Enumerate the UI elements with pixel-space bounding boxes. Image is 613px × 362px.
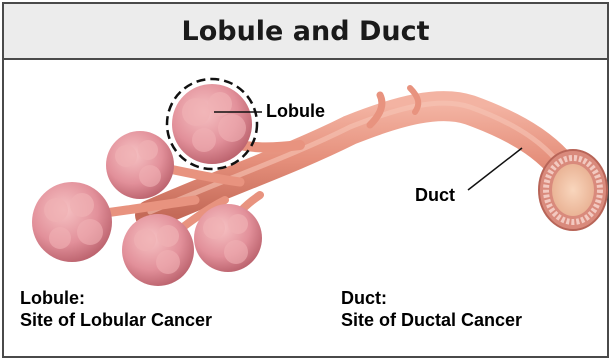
duct-leader-line bbox=[468, 148, 522, 190]
duct-caption: Duct: Site of Ductal Cancer bbox=[341, 287, 522, 331]
duct-cross-section bbox=[539, 150, 607, 230]
lobule-caption: Lobule: Site of Lobular Cancer bbox=[20, 287, 212, 331]
lobule-cluster-bottom-middle bbox=[122, 214, 194, 286]
duct-caption-text: Site of Ductal Cancer bbox=[341, 309, 522, 331]
lobule-label: Lobule bbox=[266, 101, 325, 123]
lobule-cluster-left-upper bbox=[106, 131, 174, 199]
lobule-cluster-bottom-right bbox=[194, 204, 262, 272]
duct-label: Duct bbox=[415, 185, 455, 207]
duct-caption-heading: Duct: bbox=[341, 287, 522, 309]
lobule-cluster-left-lower bbox=[32, 182, 112, 262]
lobule-cluster-top bbox=[172, 84, 252, 164]
lobule-caption-text: Site of Lobular Cancer bbox=[20, 309, 212, 331]
lobule-caption-heading: Lobule: bbox=[20, 287, 212, 309]
